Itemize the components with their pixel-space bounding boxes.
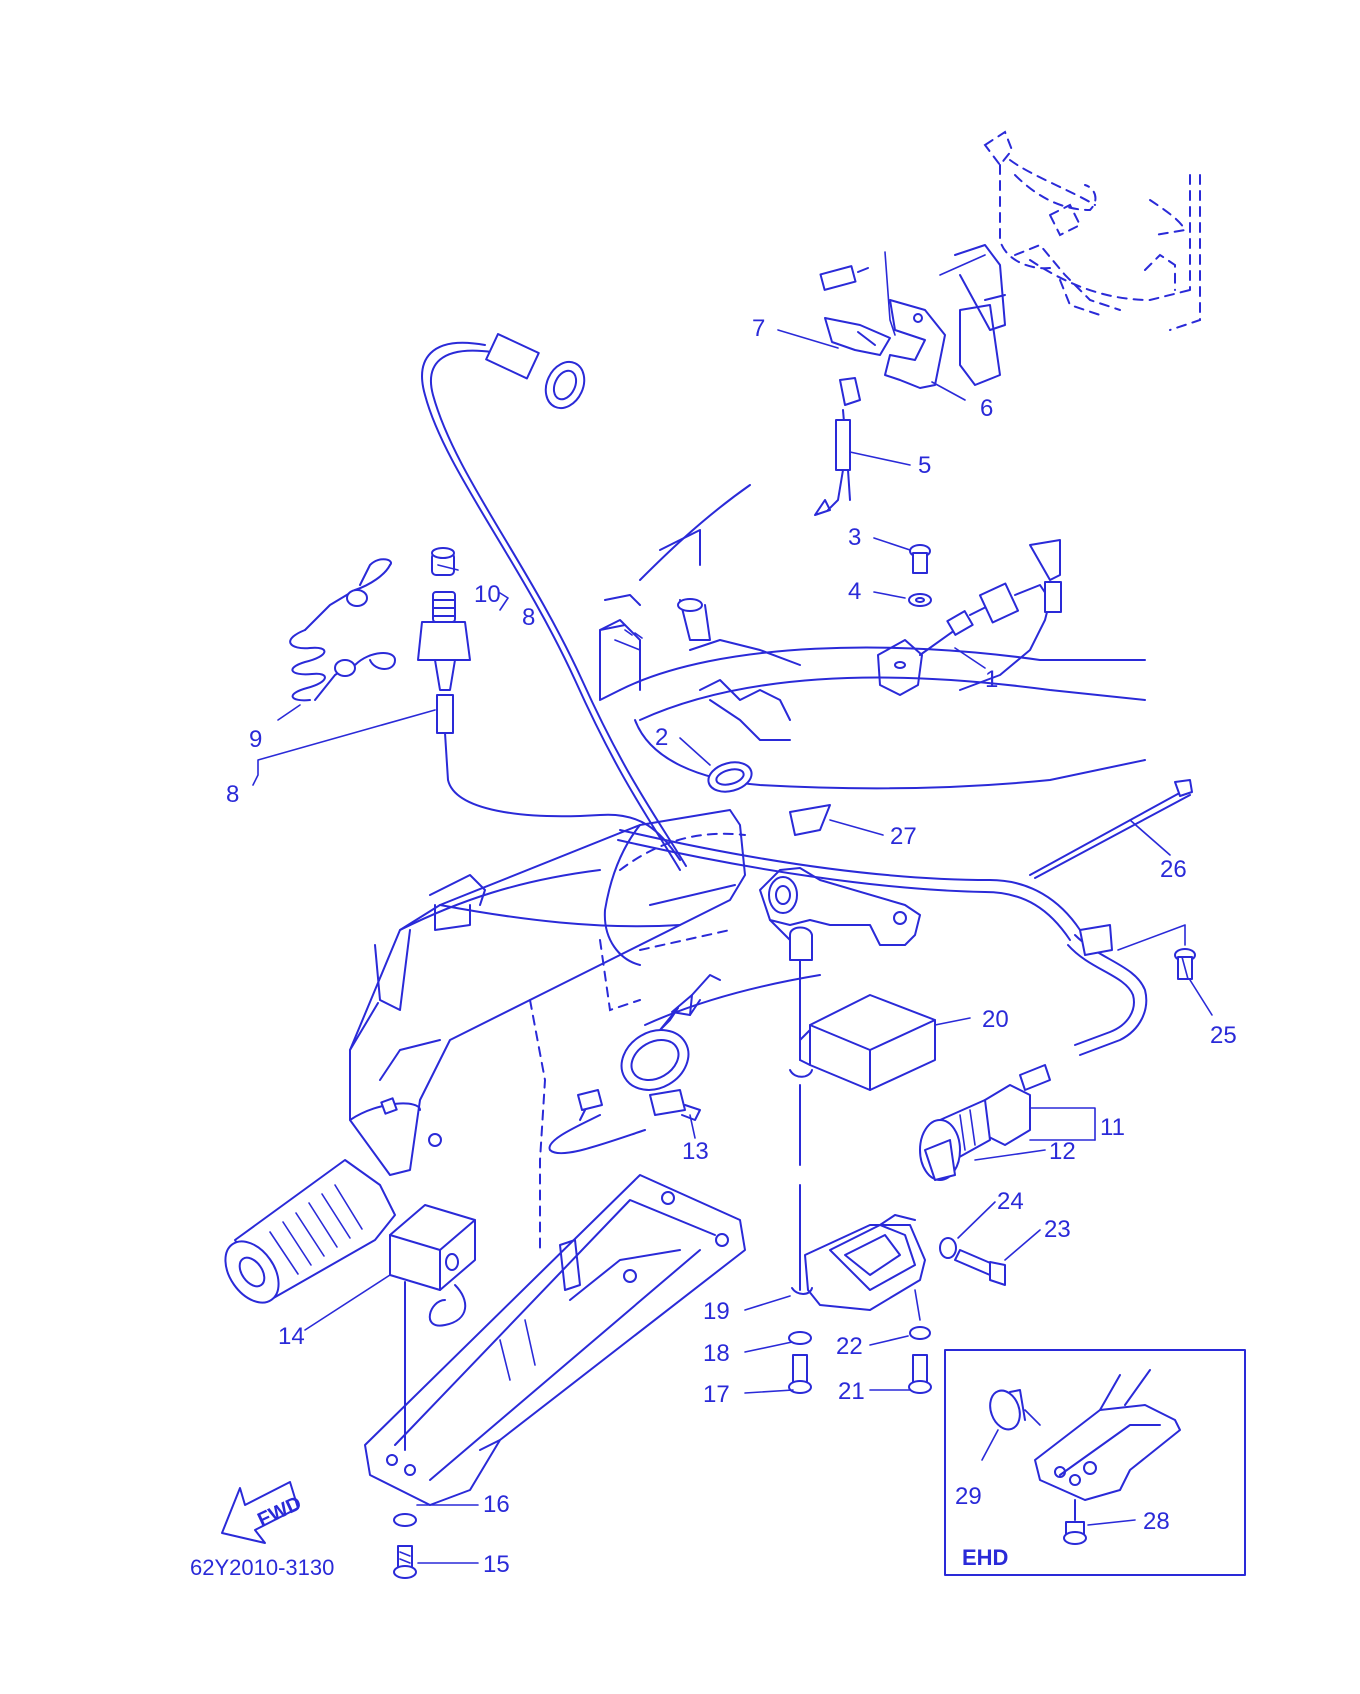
bottom-cover-plate [364, 1174, 746, 1506]
leader-22-stem [914, 1289, 921, 1321]
part-24-washer [939, 1237, 957, 1259]
part-15-bolt [393, 1545, 417, 1579]
callout-20: 20 [982, 1006, 1009, 1033]
callout-2: 2 [655, 724, 669, 751]
callout-5: 5 [918, 452, 932, 479]
ehd-inset-label: EHD [962, 1545, 1009, 1570]
bracket-bolt [819, 265, 869, 291]
callout-25: 25 [1210, 1022, 1237, 1049]
callout-17: 17 [703, 1381, 730, 1408]
part-17-bolt [788, 1354, 812, 1394]
harness-cable [617, 829, 1148, 1056]
tiller-grip [224, 1159, 396, 1304]
callout-7: 7 [752, 315, 766, 342]
callout-9: 9 [249, 726, 263, 753]
callout-8-upper: 8 [522, 604, 536, 631]
callout-18: 18 [703, 1340, 730, 1367]
leader-bracket [939, 254, 986, 276]
vertical-cable [789, 926, 813, 1291]
callout-27: 27 [890, 823, 917, 850]
callout-26: 26 [1160, 856, 1187, 883]
kill-switch-body [417, 591, 681, 861]
callout-3: 3 [848, 524, 862, 551]
callout-10: 10 [474, 581, 501, 608]
callout-13: 13 [682, 1138, 709, 1165]
part-9-lanyard [289, 558, 396, 702]
part-18-washer [788, 1331, 812, 1345]
ehd-inset [944, 1349, 1246, 1576]
callout-12: 12 [1049, 1138, 1076, 1165]
part-23-bolt [954, 1249, 1006, 1286]
part-1-switch [877, 539, 1062, 696]
part-25-screw [1174, 948, 1196, 980]
callout-8-lower: 8 [226, 781, 240, 808]
part-2-grommet [707, 761, 753, 793]
callout-19: 19 [703, 1298, 730, 1325]
part-14-box [389, 1204, 476, 1451]
diagram-code: 62Y2010-3130 [190, 1555, 335, 1580]
part-6-bracket [884, 299, 946, 389]
part-16-washer [393, 1513, 417, 1527]
fwd-arrow: FWD [221, 1481, 305, 1544]
callout-1: 1 [985, 666, 999, 693]
part-7-clip [824, 317, 891, 356]
part-26-cable-tie [1029, 779, 1193, 879]
tiller-pivot-bracket [759, 867, 921, 956]
callout-23: 23 [1044, 1216, 1071, 1243]
part-10-cap [431, 547, 455, 576]
callout-29: 29 [955, 1483, 982, 1510]
callout-22: 22 [836, 1333, 863, 1360]
part-13-clip [548, 974, 721, 1155]
kill-switch-wire [421, 333, 687, 871]
part-19-holder [791, 1214, 926, 1311]
part-4-washer [908, 593, 932, 607]
part-3-screw [909, 544, 931, 574]
callout-21: 21 [838, 1378, 865, 1405]
part-8-bracket-line [252, 709, 436, 786]
leader-bolt [884, 251, 896, 336]
leader-25-bracket [1117, 924, 1186, 951]
leader-lines [277, 329, 1213, 1564]
callout-16: 16 [483, 1491, 510, 1518]
engine-bracket-outline [954, 130, 1201, 386]
callout-15: 15 [483, 1551, 510, 1578]
tiller-handle [349, 809, 746, 1251]
callout-4: 4 [848, 578, 862, 605]
part-27-label [789, 804, 831, 836]
callout-24: 24 [997, 1188, 1024, 1215]
part-22-washer [909, 1326, 931, 1340]
part-21-bolt [908, 1354, 932, 1394]
part-5-sensor [814, 377, 861, 516]
callout-28: 28 [1143, 1508, 1170, 1535]
callout-14: 14 [278, 1323, 305, 1350]
part-11-main-switch [919, 1064, 1051, 1181]
bottom-cowling-outline [599, 484, 1146, 790]
callout-6: 6 [980, 395, 994, 422]
part-20-cover [789, 994, 936, 1091]
callout-11: 11 [1100, 1114, 1125, 1141]
